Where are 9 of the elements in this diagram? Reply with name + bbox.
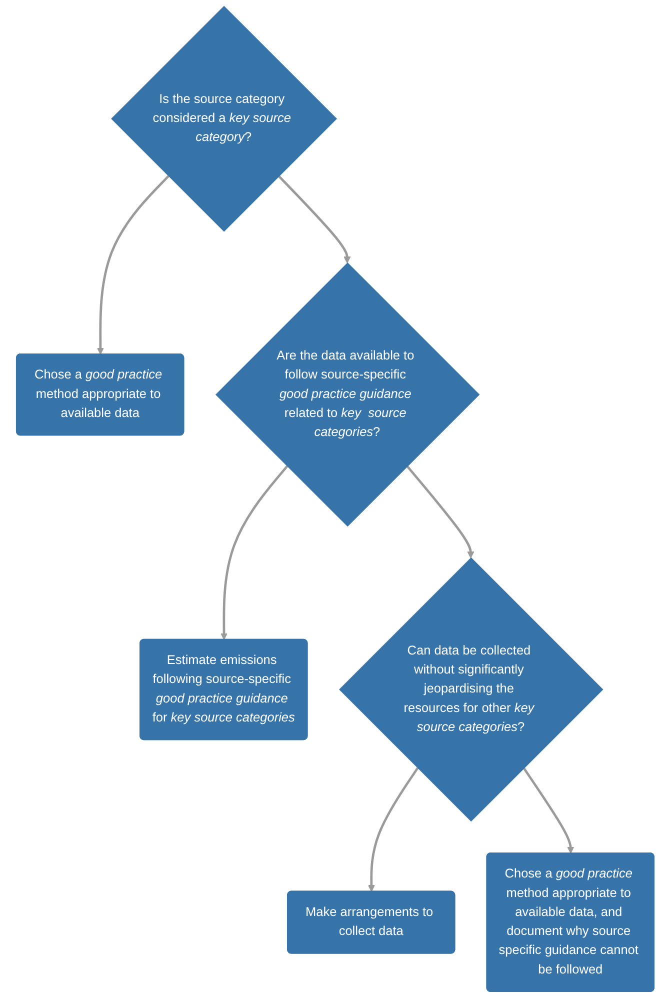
arrow — [522, 767, 574, 854]
node-diamond: Can data be collected without significantly jeopardising the resources for other key source categories? — [338, 557, 603, 822]
arrow — [406, 465, 474, 558]
node-diamond: Are the data available to follow source-specific good practice guidance related to key source categories? — [215, 262, 480, 527]
arrow — [278, 175, 350, 264]
arrow — [368, 767, 418, 892]
arrow — [96, 175, 170, 355]
node-diamond: Is the source category considered a key source category? — [110, 6, 337, 232]
arrow — [220, 465, 288, 640]
